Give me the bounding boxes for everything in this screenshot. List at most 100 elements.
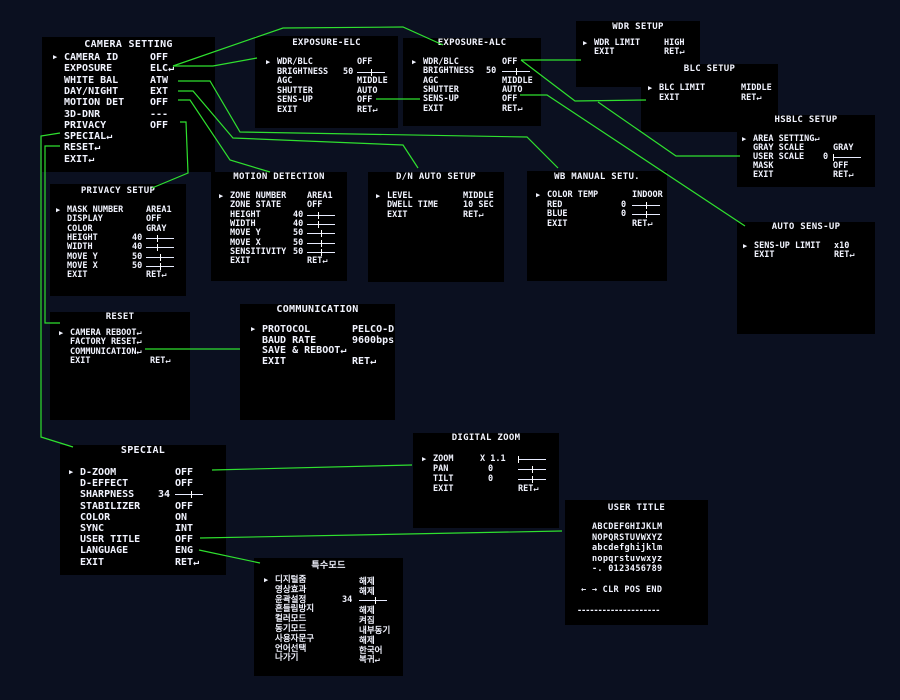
- menu-item-value[interactable]: RET↵: [664, 47, 685, 57]
- menu-item-label[interactable]: DISPLAY: [67, 214, 103, 225]
- slider-thumb[interactable]: [532, 476, 533, 483]
- menu-item-value[interactable]: OFF: [175, 467, 194, 478]
- menu-item-label[interactable]: WHITE BAL: [64, 74, 119, 86]
- menu-item-label[interactable]: 3D-DNR: [64, 108, 101, 120]
- menu-item-value[interactable]: ENG: [175, 545, 194, 557]
- menu-item-value[interactable]: 복귀↵: [359, 655, 380, 666]
- menu-item-label[interactable]: 컬러모드: [275, 614, 307, 625]
- menu-item-value[interactable]: RET↵: [146, 270, 167, 281]
- menu-item-value[interactable]: RET↵: [357, 104, 378, 115]
- menu-item-label[interactable]: MOTION DET: [64, 97, 125, 109]
- menu-item-label[interactable]: WIDTH: [230, 218, 256, 229]
- menu-item-value[interactable]: ON: [175, 511, 188, 523]
- menu-item-label[interactable]: EXIT: [547, 218, 568, 229]
- menu-item-value[interactable]: RET↵: [150, 355, 171, 366]
- menu-item-value[interactable]: OFF: [150, 52, 169, 63]
- slider-thumb[interactable]: [646, 211, 647, 218]
- slider-thumb[interactable]: [321, 230, 322, 238]
- menu-item-value[interactable]: 해제: [359, 577, 375, 587]
- menu-item-label[interactable]: 디지털줌: [275, 575, 307, 585]
- slider-track[interactable]: [357, 68, 385, 76]
- menu-item-value[interactable]: MIDDLE: [357, 76, 388, 86]
- character-row[interactable]: -. 0123456789: [592, 564, 663, 574]
- menu-item-value[interactable]: RET↵: [741, 92, 762, 103]
- menu-item-value[interactable]: OFF: [502, 57, 518, 67]
- menu-item-label[interactable]: SENSITIVITY: [230, 246, 287, 257]
- menu-item-value[interactable]: ATW: [150, 74, 169, 86]
- menu-item-value[interactable]: INT: [175, 523, 194, 534]
- menu-item-label[interactable]: EXIT: [387, 209, 408, 220]
- menu-item-value[interactable]: OFF: [357, 57, 373, 67]
- menu-item-value[interactable]: ---: [150, 108, 169, 120]
- menu-item-value[interactable]: OFF: [357, 95, 373, 105]
- slider-thumb[interactable]: [646, 201, 647, 209]
- slider-track[interactable]: [307, 230, 335, 238]
- menu-item-label[interactable]: EXIT: [433, 484, 454, 494]
- menu-item-value[interactable]: MIDDLE: [741, 83, 772, 93]
- menu-item-label[interactable]: SYNC: [80, 523, 105, 534]
- slider-thumb[interactable]: [160, 262, 161, 270]
- menu-item-value[interactable]: OFF: [175, 534, 194, 546]
- slider-thumb[interactable]: [321, 239, 322, 247]
- menu-item-label[interactable]: SAVE & REBOOT↵: [262, 345, 347, 356]
- menu-item-value[interactable]: AREA1: [307, 191, 333, 201]
- menu-item-value[interactable]: 내부동기: [359, 626, 391, 636]
- slider-track[interactable]: [307, 239, 335, 247]
- menu-item-label[interactable]: AREA SETTING↵: [753, 134, 820, 144]
- menu-item-label[interactable]: 언어선택: [275, 643, 307, 654]
- slider-thumb[interactable]: [375, 596, 376, 604]
- slider-thumb[interactable]: [157, 234, 158, 242]
- menu-item-label[interactable]: WDR LIMIT: [594, 38, 641, 48]
- menu-item-value[interactable]: RET↵: [307, 256, 328, 267]
- menu-item-label[interactable]: EXIT: [659, 92, 680, 103]
- menu-item-label[interactable]: EXPOSURE: [64, 63, 113, 75]
- menu-item-value[interactable]: OFF: [146, 214, 162, 225]
- menu-item-value[interactable]: RET↵: [632, 218, 653, 229]
- menu-item-label[interactable]: USER SCALE: [753, 152, 805, 162]
- menu-item-label[interactable]: PRIVACY: [64, 119, 107, 131]
- menu-item-label[interactable]: WIDTH: [67, 242, 93, 253]
- menu-item-value[interactable]: 9600bps: [352, 334, 395, 346]
- slider-thumb[interactable]: [833, 154, 834, 161]
- menu-item-label[interactable]: BRIGHTNESS: [277, 66, 329, 77]
- menu-item-label[interactable]: SHARPNESS: [80, 489, 135, 501]
- menu-item-value[interactable]: 10 SEC: [463, 200, 494, 211]
- menu-item-value[interactable]: OFF: [175, 478, 194, 490]
- menu-item-value[interactable]: OFF: [150, 97, 169, 109]
- menu-item-value[interactable]: RET↵: [352, 355, 377, 367]
- menu-item-label[interactable]: CAMERA ID: [64, 52, 119, 63]
- menu-item-label[interactable]: SPECIAL↵: [64, 131, 113, 143]
- slider-track[interactable]: [632, 201, 660, 209]
- menu-item-label[interactable]: EXIT: [754, 250, 775, 260]
- menu-item-value[interactable]: RET↵: [463, 209, 484, 220]
- menu-item-label[interactable]: FACTORY RESET↵: [70, 337, 142, 348]
- menu-item-label[interactable]: HEIGHT: [230, 209, 261, 220]
- slider-track[interactable]: [833, 154, 861, 161]
- menu-item-value[interactable]: GRAY: [146, 223, 167, 234]
- menu-item-label[interactable]: LEVEL: [387, 191, 413, 201]
- menu-item-value[interactable]: 해제: [359, 635, 375, 646]
- menu-item-label[interactable]: DAY/NIGHT: [64, 85, 119, 97]
- menu-item-value[interactable]: RET↵: [502, 103, 523, 114]
- menu-item-value[interactable]: RET↵: [833, 170, 854, 180]
- menu-item-label[interactable]: EXIT: [262, 355, 287, 367]
- slider-track[interactable]: [146, 234, 174, 242]
- menu-item-label[interactable]: 영상효과: [275, 584, 307, 595]
- slider-thumb[interactable]: [516, 68, 517, 76]
- menu-item-value[interactable]: OFF: [175, 500, 194, 512]
- slider-thumb[interactable]: [532, 466, 533, 473]
- slider-track[interactable]: [632, 211, 660, 218]
- menu-item-label[interactable]: CAMERA REBOOT↵: [70, 328, 142, 338]
- menu-item-label[interactable]: PAN: [433, 464, 449, 474]
- menu-item-value[interactable]: AREA1: [146, 205, 172, 215]
- menu-item-value[interactable]: MIDDLE: [463, 191, 494, 201]
- character-row[interactable]: nopqrstuvwxyz: [592, 553, 663, 564]
- character-row[interactable]: ABCDEFGHIJKLM: [592, 522, 663, 532]
- menu-item-value[interactable]: RET↵: [834, 250, 855, 260]
- menu-item-label[interactable]: ZOOM: [433, 454, 454, 464]
- menu-item-label[interactable]: 윤곽설정: [275, 594, 307, 605]
- menu-item-value[interactable]: HIGH: [664, 38, 685, 48]
- menu-item-value[interactable]: RET↵: [175, 556, 200, 568]
- menu-item-label[interactable]: BAUD RATE: [262, 334, 317, 346]
- menu-item-label[interactable]: DWELL TIME: [387, 200, 439, 211]
